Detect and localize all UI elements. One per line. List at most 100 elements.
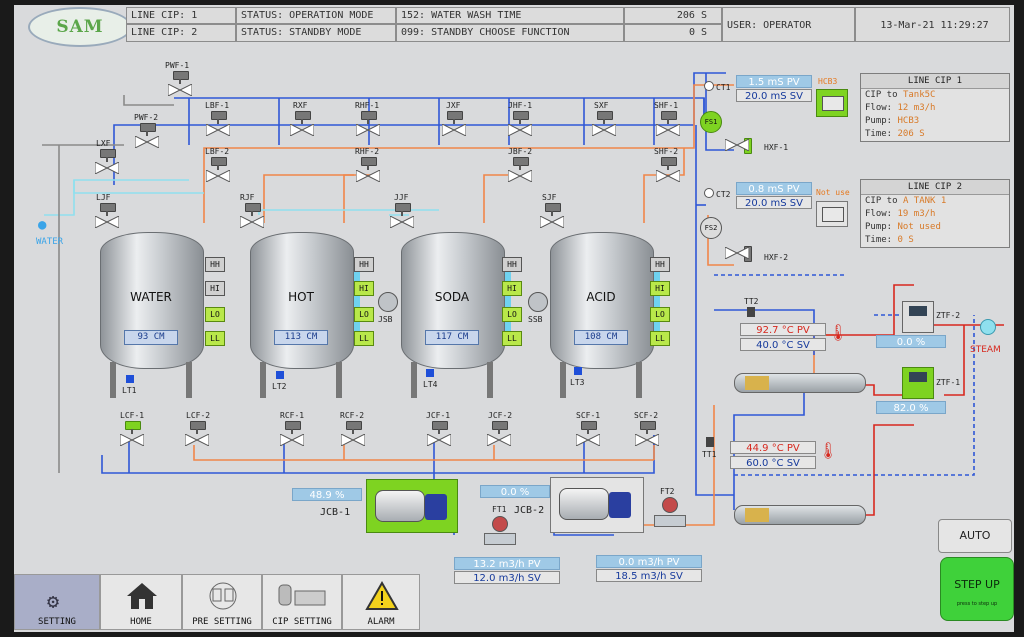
valve-jcf-1[interactable] — [424, 421, 454, 447]
control-valve-ztf-2[interactable] — [902, 301, 934, 333]
tt1-sv[interactable]: 60.0 °C SV — [730, 456, 816, 469]
pump-ssb-icon[interactable] — [528, 292, 548, 312]
valve-rxf[interactable] — [287, 111, 317, 137]
pump-icon — [822, 207, 844, 222]
auto-mode-button[interactable]: AUTO — [938, 519, 1012, 553]
valve-sxf[interactable] — [589, 111, 619, 137]
nav-cip-setting-button[interactable]: CIP SETTING — [262, 574, 342, 630]
valve-pwf-1[interactable] — [165, 71, 195, 97]
valve-jjf[interactable] — [387, 203, 417, 229]
pump-jcb-1[interactable] — [366, 479, 458, 533]
valve-lbf-1[interactable] — [203, 111, 233, 137]
valve-tag: SHF-2 — [654, 147, 679, 156]
lt-label: LT4 — [423, 380, 438, 389]
valve-ljf[interactable] — [92, 203, 122, 229]
tt2-sv[interactable]: 40.0 °C SV — [740, 338, 826, 351]
steam-inlet-icon — [980, 319, 996, 335]
cip-to-label: CIP to — [865, 90, 898, 100]
step-up-button[interactable]: STEP UP press to step up — [940, 557, 1014, 621]
line-cip-2-indicator: LINE CIP: 2 — [126, 24, 236, 42]
status-line-2: STATUS: STANDBY MODE — [236, 24, 396, 42]
tank-acid[interactable]: ACID 108 CM — [550, 232, 660, 398]
ft2-pv: 0.0 m3/h PV — [596, 555, 702, 568]
flow-switch-fs1: FS1 — [700, 111, 722, 133]
ztf2-output: 0.0 % — [876, 335, 946, 348]
valve-lcf-1[interactable] — [117, 421, 147, 447]
nav-alarm-button[interactable]: ALARM — [342, 574, 420, 630]
tank-water[interactable]: WATER 93 CM — [100, 232, 204, 398]
pump-jcb-2[interactable] — [550, 477, 644, 533]
valve-shf-1[interactable] — [653, 111, 683, 137]
tank-level-readout: 108 CM — [574, 330, 628, 345]
tank-name: HOT — [288, 290, 314, 304]
valve-rjf[interactable] — [237, 203, 267, 229]
step-line-1: 152: WATER WASH TIME — [396, 7, 624, 24]
valve-jxf[interactable] — [439, 111, 469, 137]
line-cip-1-indicator: LINE CIP: 1 — [126, 7, 236, 24]
tt-label: TT1 — [702, 450, 717, 459]
valve-scf-2[interactable] — [632, 421, 662, 447]
valve-scf-1[interactable] — [573, 421, 603, 447]
valve-lbf-2[interactable] — [203, 157, 233, 183]
valve-hxf-2[interactable] — [722, 243, 752, 269]
valve-tag: JBF-2 — [508, 147, 533, 156]
pump-hcb3[interactable] — [816, 89, 848, 117]
valve-tag: SXF — [594, 101, 609, 110]
status-line-1: STATUS: OPERATION MODE — [236, 7, 396, 24]
time-value: 0 S — [897, 235, 914, 245]
valve-tag: LXF — [96, 139, 111, 148]
step-up-hint: press to step up — [956, 601, 998, 607]
valve-rhf-1[interactable] — [353, 111, 383, 137]
switch-hh: HH — [354, 257, 374, 272]
ct1-sv[interactable]: 20.0 mS SV — [736, 89, 812, 102]
valve-tag: RJF — [240, 193, 255, 202]
pump-head-icon — [609, 492, 631, 518]
flow-value: 12 m3/h — [897, 103, 936, 113]
valve-jcf-2[interactable] — [484, 421, 514, 447]
valve-lxf[interactable] — [92, 149, 122, 175]
valve-shf-2[interactable] — [653, 157, 683, 183]
ft2-sv[interactable]: 18.5 m3/h SV — [596, 569, 702, 582]
switch-lo: LO — [205, 307, 225, 322]
valve-rcf-2[interactable] — [338, 421, 368, 447]
valve-jhf-1[interactable] — [505, 111, 535, 137]
valve-pwf-2[interactable] — [132, 123, 162, 149]
flow-switch-fs2: FS2 — [700, 217, 722, 239]
heat-exchanger-2 — [734, 505, 866, 525]
ft1-sv[interactable]: 12.0 m3/h SV — [454, 571, 560, 584]
nav-home-button[interactable]: HOME — [100, 574, 182, 630]
switch-hh: HH — [205, 257, 225, 272]
step-time-2: 0 S — [624, 24, 722, 42]
valve-tag: JHF-1 — [508, 101, 533, 110]
temperature-transmitter-icon — [747, 307, 755, 317]
tt-label: TT2 — [744, 297, 759, 306]
company-logo: SAM — [28, 7, 132, 47]
valve-tag: RCF-1 — [280, 411, 305, 420]
valve-hxf-1[interactable] — [722, 135, 752, 161]
valve-tag: SCF-2 — [634, 411, 659, 420]
pump-jsb-icon[interactable] — [378, 292, 398, 312]
valve-sjf[interactable] — [537, 203, 567, 229]
ztf1-output: 82.0 % — [876, 401, 946, 414]
user-indicator: USER: OPERATOR — [722, 7, 855, 42]
nav-pre-setting-button[interactable]: PRE SETTING — [182, 574, 262, 630]
pump-line2[interactable] — [816, 201, 848, 227]
tank-hot[interactable]: HOT 113 CM — [250, 232, 360, 398]
level-transmitter-icon — [126, 375, 134, 383]
nav-setting-button[interactable]: ⚙ SETTING — [14, 574, 100, 630]
tank-soda[interactable]: SODA 117 CM — [401, 232, 511, 398]
ct2-sv[interactable]: 20.0 mS SV — [736, 196, 812, 209]
valve-rcf-1[interactable] — [277, 421, 307, 447]
heat-exchanger-1 — [734, 373, 866, 393]
thermometer-icon: 🌡 — [818, 441, 839, 460]
valve-tag: LCF-2 — [186, 411, 211, 420]
motor-icon — [375, 490, 425, 522]
control-valve-ztf-1[interactable] — [902, 367, 934, 399]
flowmeter-body — [654, 515, 686, 527]
valve-tag: HXF-2 — [764, 253, 789, 262]
pump-label: SSB — [528, 315, 543, 324]
valve-rhf-2[interactable] — [353, 157, 383, 183]
flowmeter-icon — [492, 516, 508, 532]
valve-jbf-2[interactable] — [505, 157, 535, 183]
valve-lcf-2[interactable] — [182, 421, 212, 447]
